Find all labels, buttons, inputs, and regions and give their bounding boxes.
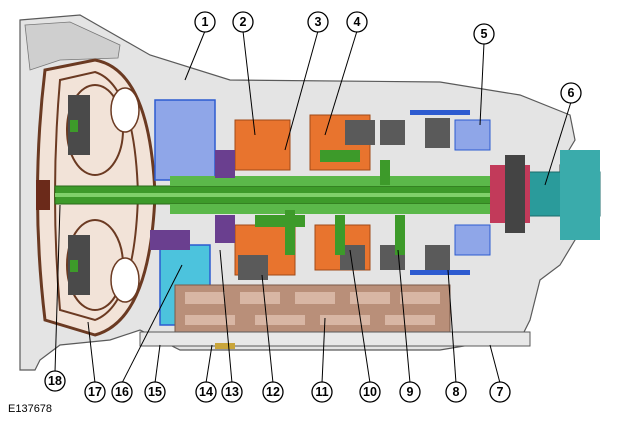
callout-8: 8	[445, 381, 467, 403]
svg-text:1: 1	[202, 15, 209, 29]
svg-text:4: 4	[354, 15, 361, 29]
valve-body	[174, 284, 451, 336]
callout-16: 16	[111, 381, 133, 403]
callout-9: 9	[399, 381, 421, 403]
callout-6: 6	[560, 82, 582, 104]
svg-text:18: 18	[48, 374, 62, 388]
svg-text:6: 6	[568, 86, 575, 100]
callout-3: 3	[307, 11, 329, 33]
callout-7: 7	[489, 381, 511, 403]
planetary-gearsets	[215, 110, 470, 275]
callout-12: 12	[262, 381, 284, 403]
oil-pan	[139, 331, 531, 347]
svg-text:13: 13	[225, 385, 239, 399]
callout-18: 18	[44, 370, 66, 392]
svg-text:3: 3	[315, 15, 322, 29]
callout-14: 14	[195, 381, 217, 403]
svg-text:9: 9	[407, 385, 414, 399]
svg-text:10: 10	[363, 385, 377, 399]
callout-11: 11	[311, 381, 333, 403]
leader-lines	[54, 30, 572, 384]
callout-2: 2	[232, 11, 254, 33]
callout-1: 1	[194, 11, 216, 33]
callout-5: 5	[473, 23, 495, 45]
svg-text:2: 2	[240, 15, 247, 29]
figure-reference: E137678	[8, 403, 52, 415]
callout-10: 10	[359, 381, 381, 403]
output-shaft	[490, 150, 601, 240]
svg-text:14: 14	[199, 385, 213, 399]
svg-text:15: 15	[148, 385, 162, 399]
svg-text:16: 16	[115, 385, 129, 399]
svg-text:5: 5	[481, 27, 488, 41]
svg-text:8: 8	[453, 385, 460, 399]
svg-text:7: 7	[497, 385, 504, 399]
callout-13: 13	[221, 381, 243, 403]
svg-text:12: 12	[266, 385, 280, 399]
callout-17: 17	[84, 381, 106, 403]
main-shaft	[54, 176, 506, 214]
torque-converter	[36, 58, 157, 337]
svg-text:17: 17	[88, 385, 102, 399]
callout-15: 15	[144, 381, 166, 403]
callout-4: 4	[346, 11, 368, 33]
svg-text:11: 11	[315, 385, 328, 399]
